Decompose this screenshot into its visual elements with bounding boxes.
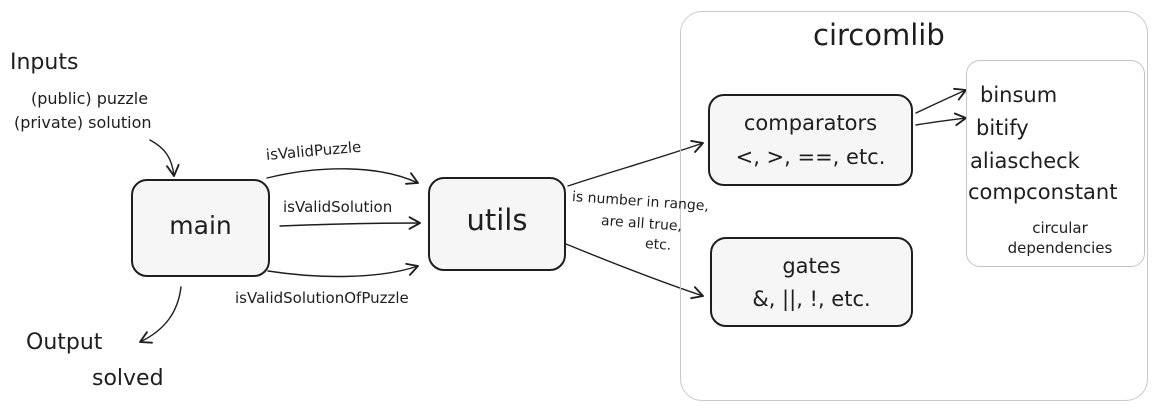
inputs-private-solution: (private) solution [14,113,152,132]
gates-node [710,237,913,327]
main-node-label: main [169,211,232,240]
inputs-public-puzzle: (public) puzzle [31,89,149,108]
deps-note-line-2: dependencies [1007,239,1113,258]
arrow-utils-to-gates [565,243,704,300]
output-title: Output [26,330,103,355]
arrow-is-valid-puzzle [266,168,419,185]
circomlib-title: circomlib [813,18,945,52]
inputs-title: Inputs [10,50,79,75]
dep-binsum: binsum [980,83,1058,107]
arrow-comparators-to-bitify [915,112,967,127]
utils-node [428,177,566,271]
comparators-title: comparators [743,111,878,135]
gates-ops: &, ||, !, etc. [752,287,871,311]
arrow-is-valid-solution-of-puzzle [267,262,419,278]
arrow-comparators-to-binsum [915,87,967,114]
arrow-utils-to-comparators [567,140,704,187]
arrow-main-to-output [139,286,182,344]
comparators-node [708,94,913,186]
comparators-ops: <, >, ==, etc. [735,145,886,169]
dep-compconstant: compconstant [968,180,1118,204]
output-solved: solved [92,366,164,391]
utils-node-label: utils [466,203,528,237]
edge-label-is-valid-solution-of-puzzle: isValidSolutionOfPuzzle [235,289,409,307]
deps-note-line-1: circular [1032,219,1088,237]
main-node [131,179,270,277]
edge-label-is-valid-solution: isValidSolution [283,198,393,216]
circomlib-container [680,11,1148,401]
utils-note-line-3: etc. [644,236,672,254]
dep-bitify: bitify [976,116,1029,140]
circular-dependencies-note: circular dependencies [990,218,1130,259]
arrow-inputs-to-main [149,139,180,177]
dependency-group [966,60,1145,267]
dep-aliascheck: aliascheck [970,149,1080,173]
arrow-is-valid-solution [279,216,421,230]
gates-title: gates [782,254,841,278]
